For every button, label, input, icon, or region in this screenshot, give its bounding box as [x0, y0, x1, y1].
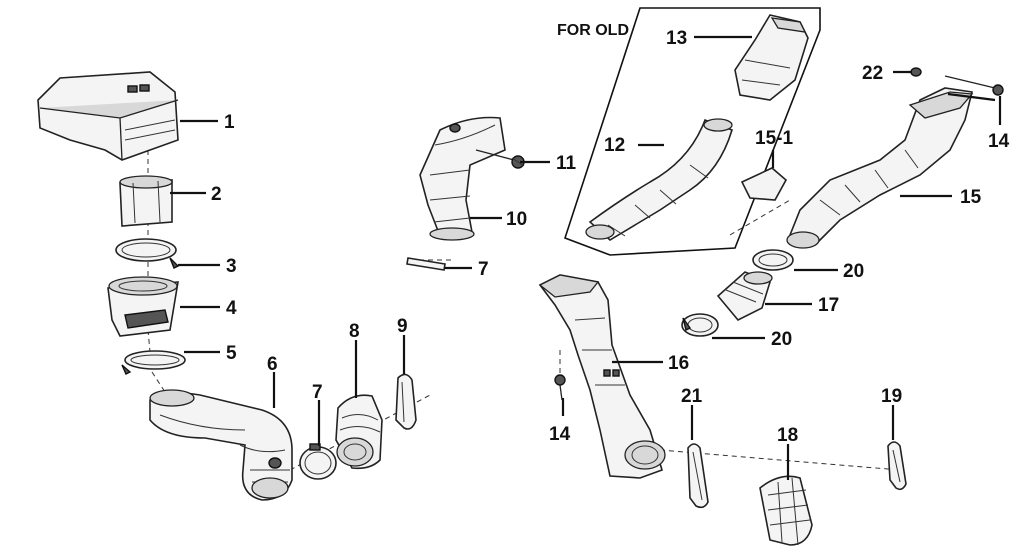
part-18-filter-grille [759, 475, 813, 546]
part-3-band [115, 238, 180, 269]
part-8-bellows-connector [335, 394, 383, 470]
part-6-duct-elbow [149, 389, 293, 501]
for-old-inset: FOR OLD [557, 7, 821, 256]
part-14-bolt-lower [554, 374, 566, 401]
label-8: 8 [349, 321, 360, 342]
label-1: 1 [224, 112, 235, 133]
for-old-title: FOR OLD [557, 22, 629, 39]
part-7-clamp-lower [299, 443, 337, 480]
label-4: 4 [226, 298, 237, 319]
part-15-long-duct [786, 87, 974, 249]
label-7-upper: 7 [478, 259, 489, 280]
part-14-bolt-top [944, 75, 1004, 96]
part-15-1-pad [740, 167, 788, 201]
label-14-upper: 14 [988, 131, 1010, 152]
label-21: 21 [681, 386, 703, 407]
part-9-seal-ring [395, 373, 417, 430]
label-13: 13 [666, 28, 687, 49]
part-7-clip-upper [406, 257, 446, 271]
part-labels: 1 2 3 4 5 6 7 8 9 10 7 11 12 13 14 14 22… [211, 28, 1010, 446]
part-21-seal [687, 443, 709, 509]
part-19-seal [887, 441, 907, 491]
label-10: 10 [506, 209, 527, 230]
part-5-band [121, 350, 186, 375]
label-3: 3 [226, 256, 237, 277]
part-20-band-lower [681, 313, 719, 337]
part-20-band-upper [752, 249, 794, 271]
label-20-upper: 20 [843, 261, 864, 282]
part-1-air-box-cover [37, 71, 179, 161]
part-12-old-duct [585, 118, 733, 241]
part-4-intake-boot [107, 276, 179, 337]
label-6: 6 [267, 354, 278, 375]
part-13-old-upper-duct [734, 14, 809, 101]
label-19: 19 [881, 386, 902, 407]
label-22: 22 [862, 63, 883, 84]
label-18: 18 [777, 425, 798, 446]
label-20-lower: 20 [771, 329, 792, 350]
label-7-lower: 7 [312, 382, 323, 403]
label-9: 9 [397, 316, 408, 337]
part-2-connector-tube [119, 175, 173, 227]
label-11: 11 [556, 153, 577, 174]
label-2: 2 [211, 184, 222, 205]
label-14-lower: 14 [549, 424, 571, 445]
label-5: 5 [226, 343, 237, 364]
label-15-1: 15-1 [755, 128, 793, 149]
label-16: 16 [668, 353, 689, 374]
leader-lines [170, 35, 1002, 480]
label-12: 12 [604, 135, 625, 156]
part-17-coupler [716, 271, 773, 321]
label-17: 17 [818, 295, 839, 316]
label-15: 15 [960, 187, 982, 208]
part-11-bolt [475, 149, 525, 169]
part-16-main-duct [538, 274, 666, 479]
part-10-upper-duct [419, 116, 506, 241]
part-22-washer [910, 67, 922, 77]
